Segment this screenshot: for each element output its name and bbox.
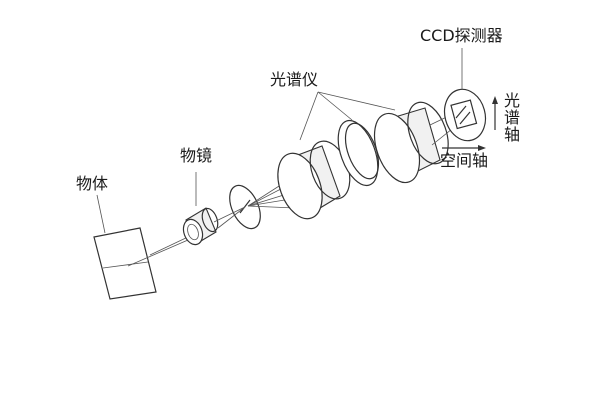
object-plate (93, 227, 157, 300)
axis-arrows (442, 96, 498, 151)
spectrometer-lens-2 (373, 101, 449, 184)
spectral-axis-label: 光谱轴 (501, 92, 520, 143)
pointer-lines (96, 48, 463, 234)
objective-label: 物镜 (180, 146, 213, 165)
light-path-object-to-objective (127, 235, 191, 267)
object-label: 物体 (76, 174, 109, 193)
ccd-detector-label: CCD探测器 (420, 26, 503, 45)
ccd-detector (443, 88, 487, 142)
spectrometer-label: 光谱仪 (270, 70, 319, 89)
spectrometer-lens-1 (277, 140, 351, 220)
spatial-axis-label: 空间轴 (440, 151, 489, 170)
slit-disc (213, 184, 261, 230)
objective-lens (182, 207, 219, 246)
